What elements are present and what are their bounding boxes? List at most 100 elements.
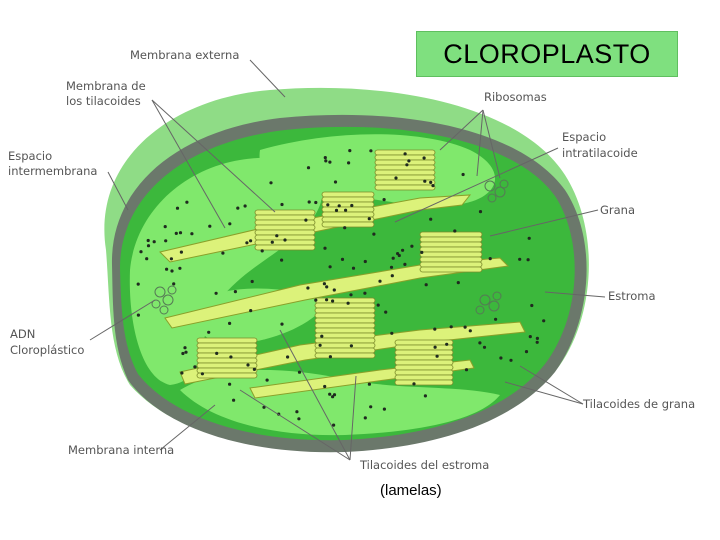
thylakoid-disc [315, 338, 375, 343]
ribosome-dot [431, 184, 434, 187]
ribosome-dot [295, 410, 298, 413]
thylakoid-disc [375, 170, 435, 175]
thylakoid-disc [420, 267, 482, 272]
label-tilacoides-estroma: Tilacoides del estroma [360, 459, 489, 472]
ribosome-dot [530, 304, 533, 307]
ribosome-dot [164, 225, 167, 228]
ribosome-dot [450, 325, 453, 328]
thylakoid-disc [375, 185, 435, 190]
ribosome-dot [425, 283, 428, 286]
ribosome-dot [462, 173, 465, 176]
ribosome-dot [271, 241, 274, 244]
ribosome-dot [420, 251, 423, 254]
ribosome-dot [423, 180, 426, 183]
ribosome-dot [527, 258, 530, 261]
thylakoid-disc [420, 232, 482, 237]
ribosome-dot [529, 335, 532, 338]
label-membrana-tilacoides-1: Membrana de [66, 80, 146, 93]
thylakoid-disc [395, 365, 453, 370]
thylakoid-disc [197, 358, 257, 363]
ribosome-dot [325, 298, 328, 301]
ribosome-dot [236, 207, 239, 210]
ribosome-dot [323, 282, 326, 285]
thylakoid-disc [420, 247, 482, 252]
ribosome-dot [412, 382, 415, 385]
ribosome-dot [334, 180, 337, 183]
ribosome-dot [249, 239, 252, 242]
ribosome-dot [208, 225, 211, 228]
ribosome-dot [193, 365, 196, 368]
thylakoid-disc [322, 212, 374, 217]
ribosome-dot [201, 372, 204, 375]
ribosome-dot [147, 239, 150, 242]
ribosome-dot [333, 393, 336, 396]
thylakoid-disc [315, 303, 375, 308]
ribosome-dot [403, 263, 406, 266]
ribosome-dot [483, 346, 486, 349]
thylakoid-disc [315, 333, 375, 338]
ribosome-dot [465, 368, 468, 371]
ribosome-dot [369, 149, 372, 152]
label-adn-1: ADN [10, 328, 35, 341]
thylakoid-disc [197, 338, 257, 343]
ribosome-dot [347, 302, 350, 305]
ribosome-dot [469, 329, 472, 332]
ribosome-dot [391, 274, 394, 277]
ribosome-dot [410, 245, 413, 248]
label-membrana-externa: Membrana externa [130, 49, 239, 62]
thylakoid-disc [197, 368, 257, 373]
ribosome-dot [348, 149, 351, 152]
ribosome-dot [165, 268, 168, 271]
ribosome-dot [338, 204, 341, 207]
thylakoid-disc [315, 298, 375, 303]
ribosome-dot [407, 159, 410, 162]
label-espacio-intermembrana-2: intermembrana [8, 165, 97, 178]
ribosome-dot [383, 198, 386, 201]
ribosome-dot [394, 176, 397, 179]
ribosome-dot [137, 314, 140, 317]
ribosome-dot [172, 282, 175, 285]
ribosome-dot [228, 222, 231, 225]
ribosome-dot [368, 217, 371, 220]
ribosome-dot [324, 159, 327, 162]
ribosome-dot [229, 355, 232, 358]
ribosome-dot [253, 368, 256, 371]
ribosome-dot [145, 257, 148, 260]
thylakoid-disc [375, 175, 435, 180]
ribosome-dot [249, 309, 252, 312]
ribosome-dot [183, 346, 186, 349]
ribosome-dot [396, 252, 399, 255]
ribosome-dot [464, 326, 467, 329]
label-grana: Grana [600, 204, 635, 217]
ribosome-dot [244, 204, 247, 207]
ribosome-dot [378, 280, 381, 283]
ribosome-dot [297, 417, 300, 420]
thylakoid-disc [322, 197, 374, 202]
ribosome-dot [184, 351, 187, 354]
ribosome-dot [457, 281, 460, 284]
ribosome-dot [234, 290, 237, 293]
ribosome-dot [170, 269, 173, 272]
thylakoid-disc [315, 308, 375, 313]
ribosome-dot [328, 393, 331, 396]
ribosome-dot [343, 226, 346, 229]
label-estroma: Estroma [608, 290, 656, 303]
ribosome-dot [137, 283, 140, 286]
thylakoid-disc [322, 207, 374, 212]
ribosome-dot [228, 322, 231, 325]
thylakoid-disc [255, 230, 315, 235]
ribosome-dot [377, 304, 380, 307]
ribosome-dot [328, 161, 331, 164]
thylakoid-disc [395, 370, 453, 375]
ribosome-dot [185, 201, 188, 204]
thylakoid-disc [315, 323, 375, 328]
ribosome-dot [153, 240, 156, 243]
ribosome-dot [308, 200, 311, 203]
ribosome-dot [178, 267, 181, 270]
ribosome-dot [384, 311, 387, 314]
ribosome-dot [433, 328, 436, 331]
thylakoid-disc [420, 242, 482, 247]
thylakoid-disc [395, 375, 453, 380]
thylakoid-disc [420, 262, 482, 267]
label-espacio-intratilacoide-1: Espacio [562, 131, 606, 144]
